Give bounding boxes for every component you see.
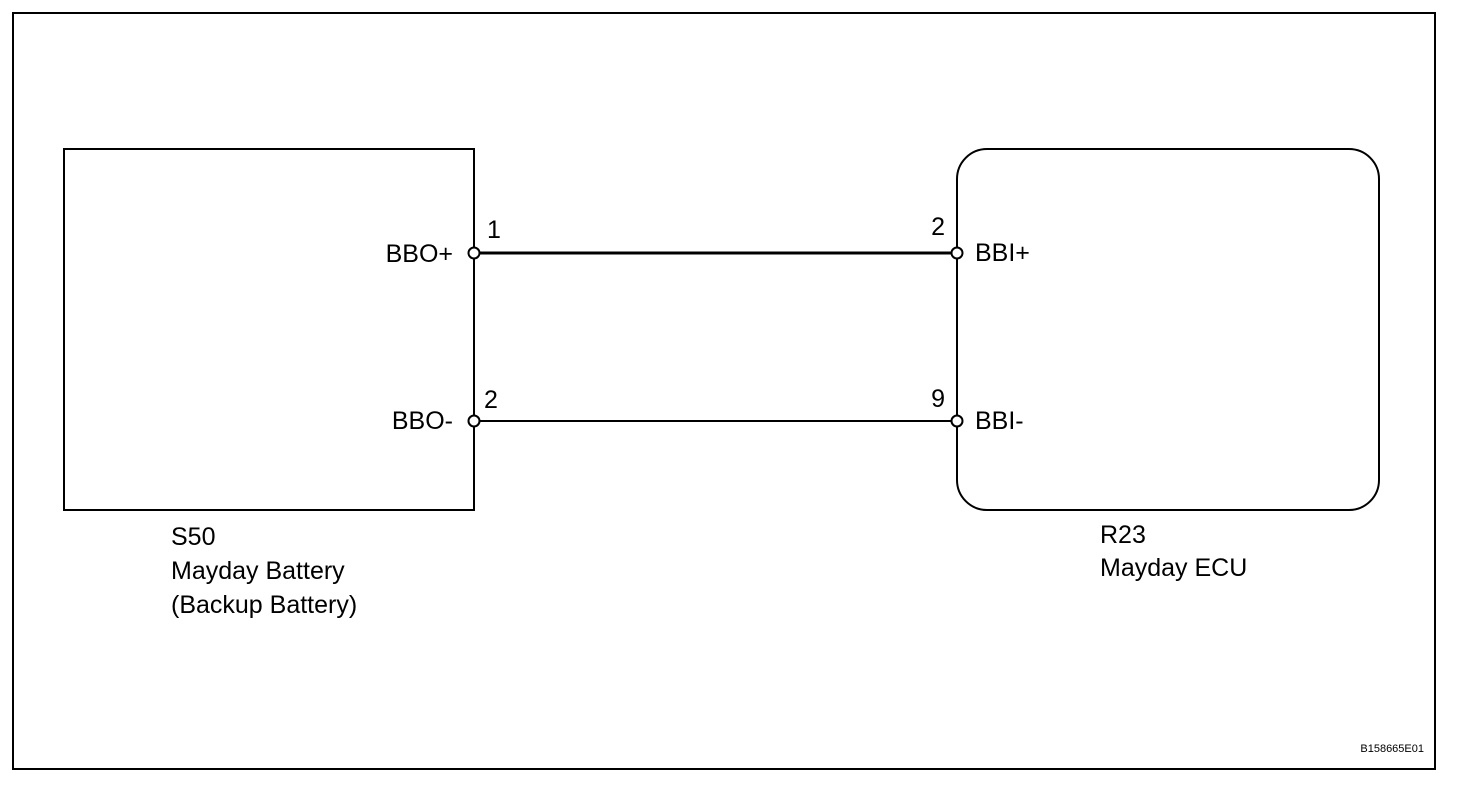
pin-number-right-bottom: 9 — [931, 385, 945, 413]
pin-number-right-top: 2 — [931, 213, 945, 241]
terminal-bbo-plus — [467, 246, 481, 260]
pin-number-left-top: 1 — [487, 216, 501, 244]
component-code-left: S50 — [171, 523, 215, 551]
terminal-bbi-plus — [950, 246, 964, 260]
diagram-frame — [12, 12, 1436, 770]
mayday-ecu-box — [956, 148, 1380, 511]
signal-label-bbi-plus: BBI+ — [975, 239, 1030, 267]
terminal-bbi-minus — [950, 414, 964, 428]
component-name-right: Mayday ECU — [1100, 554, 1247, 582]
component-code-right: R23 — [1100, 521, 1146, 549]
mayday-battery-box — [63, 148, 475, 511]
signal-label-bbo-minus: BBO- — [392, 407, 453, 435]
signal-label-bbo-plus: BBO+ — [386, 240, 453, 268]
terminal-bbo-minus — [467, 414, 481, 428]
figure-id: B158665E01 — [1360, 743, 1424, 755]
pin-number-left-bottom: 2 — [484, 386, 498, 414]
signal-label-bbi-minus: BBI- — [975, 407, 1024, 435]
component-name-left: Mayday Battery — [171, 557, 345, 585]
component-subname-left: (Backup Battery) — [171, 591, 357, 619]
